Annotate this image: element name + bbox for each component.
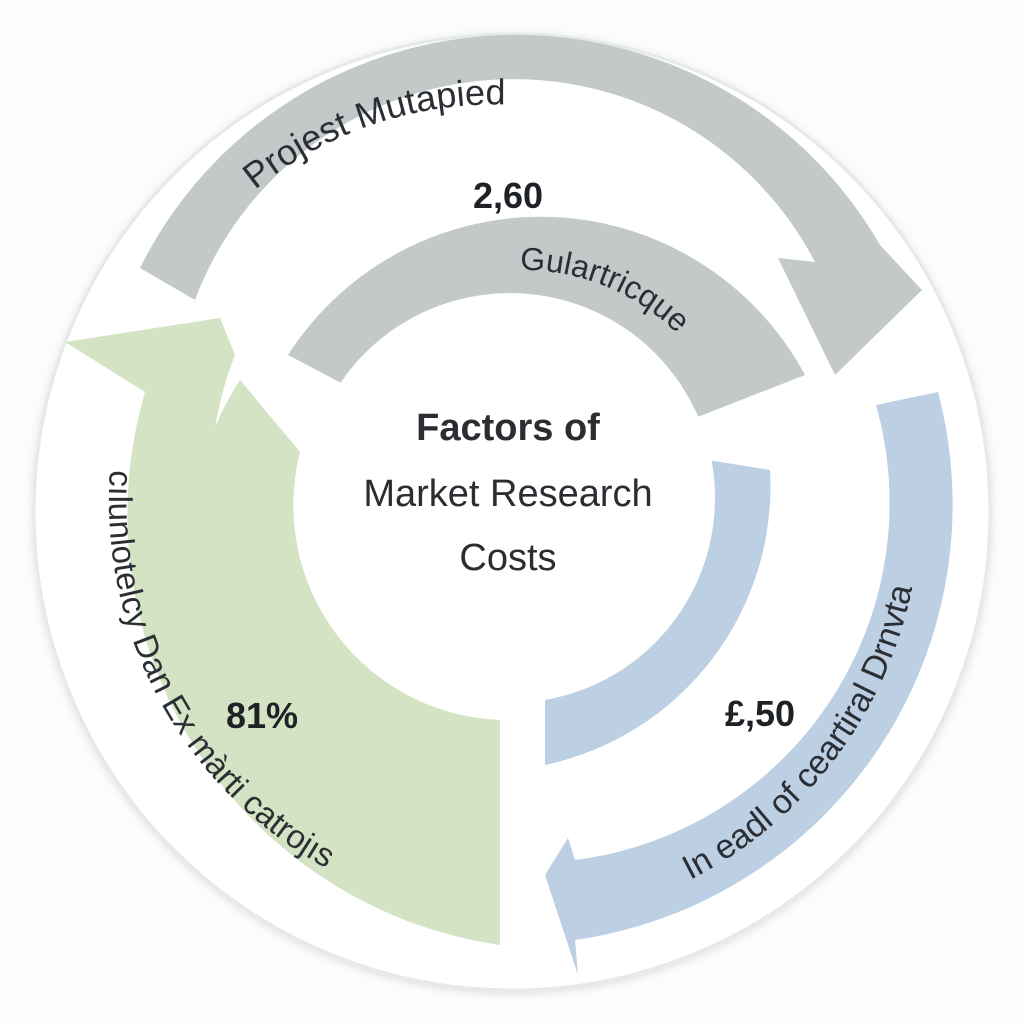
right-inner-band <box>545 460 771 765</box>
top-segment-arrow <box>140 34 922 375</box>
center-line-3: Costs <box>459 537 556 579</box>
center-line-2: Market Research <box>363 473 652 515</box>
left-value-label: 81% <box>226 695 298 736</box>
top-value-label: 2,60 <box>473 175 543 216</box>
center-title: Factors of <box>416 407 600 449</box>
right-value-label: £,50 <box>725 693 795 734</box>
right-segment-arrow <box>545 392 953 975</box>
left-segment-arrow <box>65 318 500 945</box>
top-inner-arc <box>288 216 805 420</box>
center-disk <box>305 293 715 703</box>
left-inner-arc <box>192 380 501 829</box>
